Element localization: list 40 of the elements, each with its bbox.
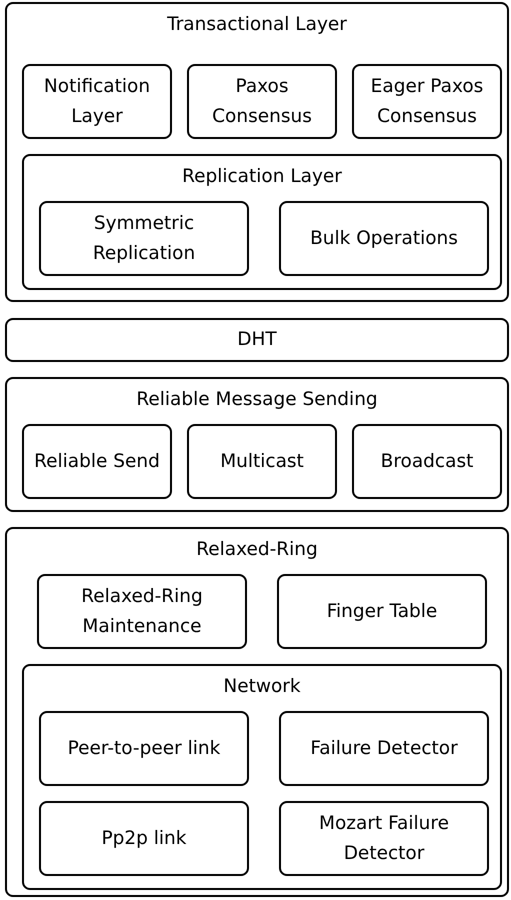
module-box [5, 318, 509, 362]
layer-title: Replication Layer [182, 165, 342, 189]
module-box [22, 424, 172, 499]
layer-box [5, 2, 509, 302]
module-label: Reliable Send [34, 450, 160, 474]
module-label: Multicast [220, 450, 304, 474]
layer-title: Relaxed-Ring [196, 538, 318, 562]
layer-box [22, 664, 502, 890]
module-label: Notification Layer [42, 74, 152, 128]
module-label: Failure Detector [310, 736, 458, 760]
module-box [187, 64, 337, 139]
module-box [39, 801, 249, 876]
module-box [187, 424, 337, 499]
layer-box [5, 377, 509, 512]
module-label: Peer-to-peer link [68, 736, 220, 760]
module-label: DHT [237, 328, 277, 352]
module-box [277, 574, 487, 649]
module-box [279, 711, 489, 786]
layer-box [22, 154, 502, 290]
module-label: Relaxed-Ring Maintenance [80, 584, 204, 638]
module-label: Symmetric Replication [92, 212, 196, 266]
module-box [22, 64, 172, 139]
layer-box [5, 527, 509, 897]
layer-title: Transactional Layer [167, 13, 347, 37]
module-label: Mozart Failure Detector [318, 812, 450, 866]
module-box [39, 711, 249, 786]
module-label: Pp2p link [101, 826, 186, 850]
layer-title: Reliable Message Sending [136, 388, 378, 412]
module-box [279, 201, 489, 276]
module-label: Eager Paxos Consensus [370, 74, 484, 128]
module-label: Finger Table [326, 600, 438, 624]
module-box [279, 801, 489, 876]
module-box [39, 201, 249, 276]
module-label: Broadcast [380, 450, 474, 474]
layer-title: Network [223, 675, 301, 699]
module-box [352, 64, 502, 139]
module-label: Bulk Operations [310, 226, 458, 250]
module-box [352, 424, 502, 499]
module-label: Paxos Consensus [211, 74, 313, 128]
module-box [37, 574, 247, 649]
